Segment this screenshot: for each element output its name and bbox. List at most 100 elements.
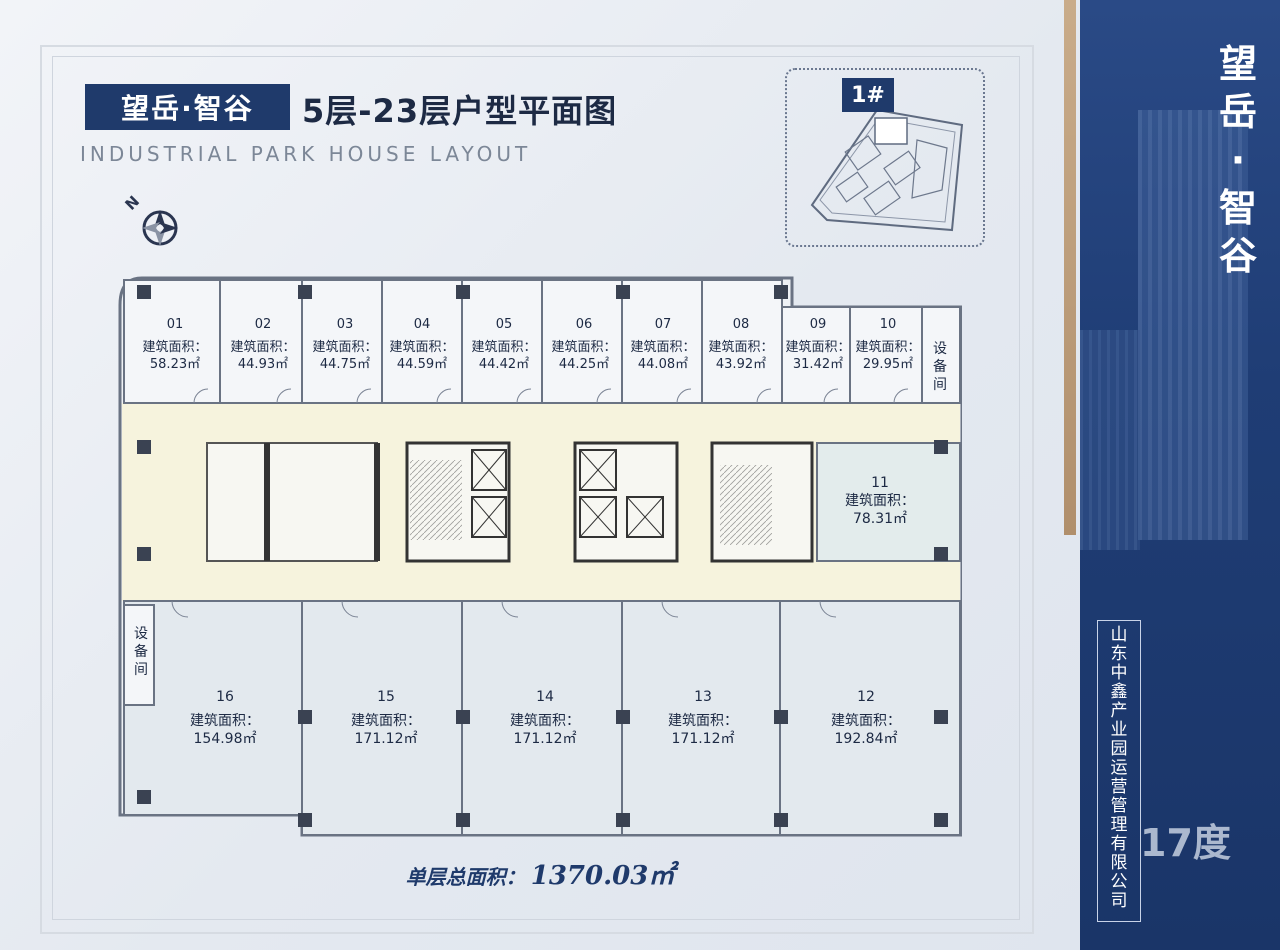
- total-area-value: 1370.03㎡: [530, 861, 675, 891]
- unit-11-area: 78.31㎡: [852, 511, 908, 527]
- unit-10-room: [849, 306, 923, 404]
- unit-01-room: [123, 279, 221, 404]
- unit-area: 171.12㎡: [354, 731, 418, 747]
- unit-area-label: 建筑面积：: [142, 340, 208, 355]
- company-name: 山东中鑫产业园运营管理有限公司: [1110, 625, 1128, 911]
- unit-number: 01: [166, 317, 184, 332]
- unit-number: 15: [377, 689, 395, 705]
- core-restrooms: [206, 442, 378, 562]
- unit-number: 02: [254, 317, 272, 332]
- unit-number: 13: [694, 689, 712, 705]
- unit-area-label: 建筑面积：: [190, 713, 260, 729]
- unit-02-label: 02 建筑面积： 44.93㎡: [223, 316, 303, 373]
- page-title: 5层-23层户型平面图: [302, 92, 618, 130]
- unit-10-label: 10 建筑面积： 29.95㎡: [848, 316, 928, 373]
- equipment-room-left: [123, 604, 155, 706]
- unit-05-label: 05 建筑面积： 44.42㎡: [464, 316, 544, 373]
- unit-number: 06: [575, 317, 593, 332]
- unit-area-label: 建筑面积：: [389, 340, 455, 355]
- unit-area: 31.42㎡: [792, 357, 844, 372]
- site-location-map: [785, 68, 985, 247]
- unit-area: 44.93㎡: [237, 357, 289, 372]
- unit-04-room: [381, 279, 463, 404]
- unit-04-label: 04 建筑面积： 44.59㎡: [382, 316, 462, 373]
- unit-13-room: [621, 600, 781, 836]
- unit-area-label: 建筑面积：: [708, 340, 774, 355]
- unit-number: 14: [536, 689, 554, 705]
- building-number-tag: 1#: [842, 78, 894, 112]
- unit-area-label: 建筑面积：: [668, 713, 738, 729]
- inner-frame: [52, 56, 1020, 920]
- unit-area-label: 建筑面积：: [831, 713, 901, 729]
- unit-number: 10: [879, 317, 897, 332]
- unit-number: 05: [495, 317, 513, 332]
- unit-number: 07: [654, 317, 672, 332]
- unit-08-label: 08 建筑面积： 43.92㎡: [701, 316, 781, 373]
- unit-12-room: [779, 600, 961, 836]
- unit-area: 192.84㎡: [834, 731, 898, 747]
- unit-06-label: 06 建筑面积： 44.25㎡: [544, 316, 624, 373]
- total-area-label: 单层总面积：: [405, 865, 526, 889]
- unit-number: 08: [732, 317, 750, 332]
- unit-area-label: 建筑面积：: [785, 340, 851, 355]
- total-area: 单层总面积： 1370.03㎡: [0, 855, 1080, 892]
- unit-05-room: [461, 279, 543, 404]
- unit-01-label: 01 建筑面积： 58.23㎡: [135, 316, 215, 373]
- watermark: 17度: [1140, 821, 1231, 865]
- building-image: [1080, 330, 1140, 550]
- unit-09-room: [781, 306, 851, 404]
- brand-sidebar: [1080, 0, 1280, 950]
- unit-06-room: [541, 279, 623, 404]
- unit-area: 44.25㎡: [558, 357, 610, 372]
- project-name-badge: 望岳·智谷: [85, 84, 290, 130]
- unit-area-label: 建筑面积：: [230, 340, 296, 355]
- equipment-room-right: [921, 306, 961, 404]
- unit-11-number: 11: [871, 475, 889, 491]
- unit-number: 03: [336, 317, 354, 332]
- unit-09-label: 09 建筑面积： 31.42㎡: [778, 316, 858, 373]
- compass-icon: [142, 210, 178, 246]
- project-name: 望岳·智谷: [121, 92, 254, 125]
- unit-area-label: 建筑面积：: [471, 340, 537, 355]
- unit-number: 16: [216, 689, 234, 705]
- sidebar-brand-vertical: 望岳·智谷: [1218, 42, 1257, 278]
- page-subtitle: INDUSTRIAL PARK HOUSE LAYOUT: [80, 142, 532, 166]
- unit-02-room: [219, 279, 303, 404]
- unit-area: 44.08㎡: [637, 357, 689, 372]
- unit-07-label: 07 建筑面积： 44.08㎡: [623, 316, 703, 373]
- equipment-room-left-label: 设备间: [134, 626, 148, 678]
- unit-area-label: 建筑面积：: [630, 340, 696, 355]
- site-outline-icon: [810, 108, 964, 232]
- unit-12-label: 12 建筑面积： 192.84㎡: [816, 688, 916, 748]
- unit-area: 29.95㎡: [862, 357, 914, 372]
- door-swings: [171, 388, 909, 618]
- unit-area: 43.92㎡: [715, 357, 767, 372]
- company-frame: [1097, 620, 1141, 922]
- unit-area: 44.75㎡: [319, 357, 371, 372]
- unit-area: 44.42㎡: [478, 357, 530, 372]
- structural-columns: [137, 285, 948, 827]
- unit-area: 171.12㎡: [671, 731, 735, 747]
- unit-area: 44.59㎡: [396, 357, 448, 372]
- unit-07-room: [621, 279, 703, 404]
- unit-08-room: [701, 279, 783, 404]
- unit-15-label: 15 建筑面积： 171.12㎡: [336, 688, 436, 748]
- unit-11-label: 11 建筑面积： 78.31㎡: [835, 474, 925, 528]
- unit-number: 04: [413, 317, 431, 332]
- unit-11-area-label: 建筑面积：: [845, 493, 915, 509]
- unit-area: 58.23㎡: [149, 357, 201, 372]
- unit-area-label: 建筑面积：: [351, 713, 421, 729]
- unit-13-label: 13 建筑面积： 171.12㎡: [653, 688, 753, 748]
- gold-accent-bar: [1064, 0, 1076, 535]
- unit-area: 171.12㎡: [513, 731, 577, 747]
- equipment-room-right-label: 设备间: [933, 341, 947, 393]
- tower-image: [1138, 110, 1248, 540]
- unit-number: 09: [809, 317, 827, 332]
- outer-frame: [40, 45, 1034, 934]
- unit-area-label: 建筑面积：: [855, 340, 921, 355]
- unit-number: 12: [857, 689, 875, 705]
- unit-area-label: 建筑面积：: [551, 340, 617, 355]
